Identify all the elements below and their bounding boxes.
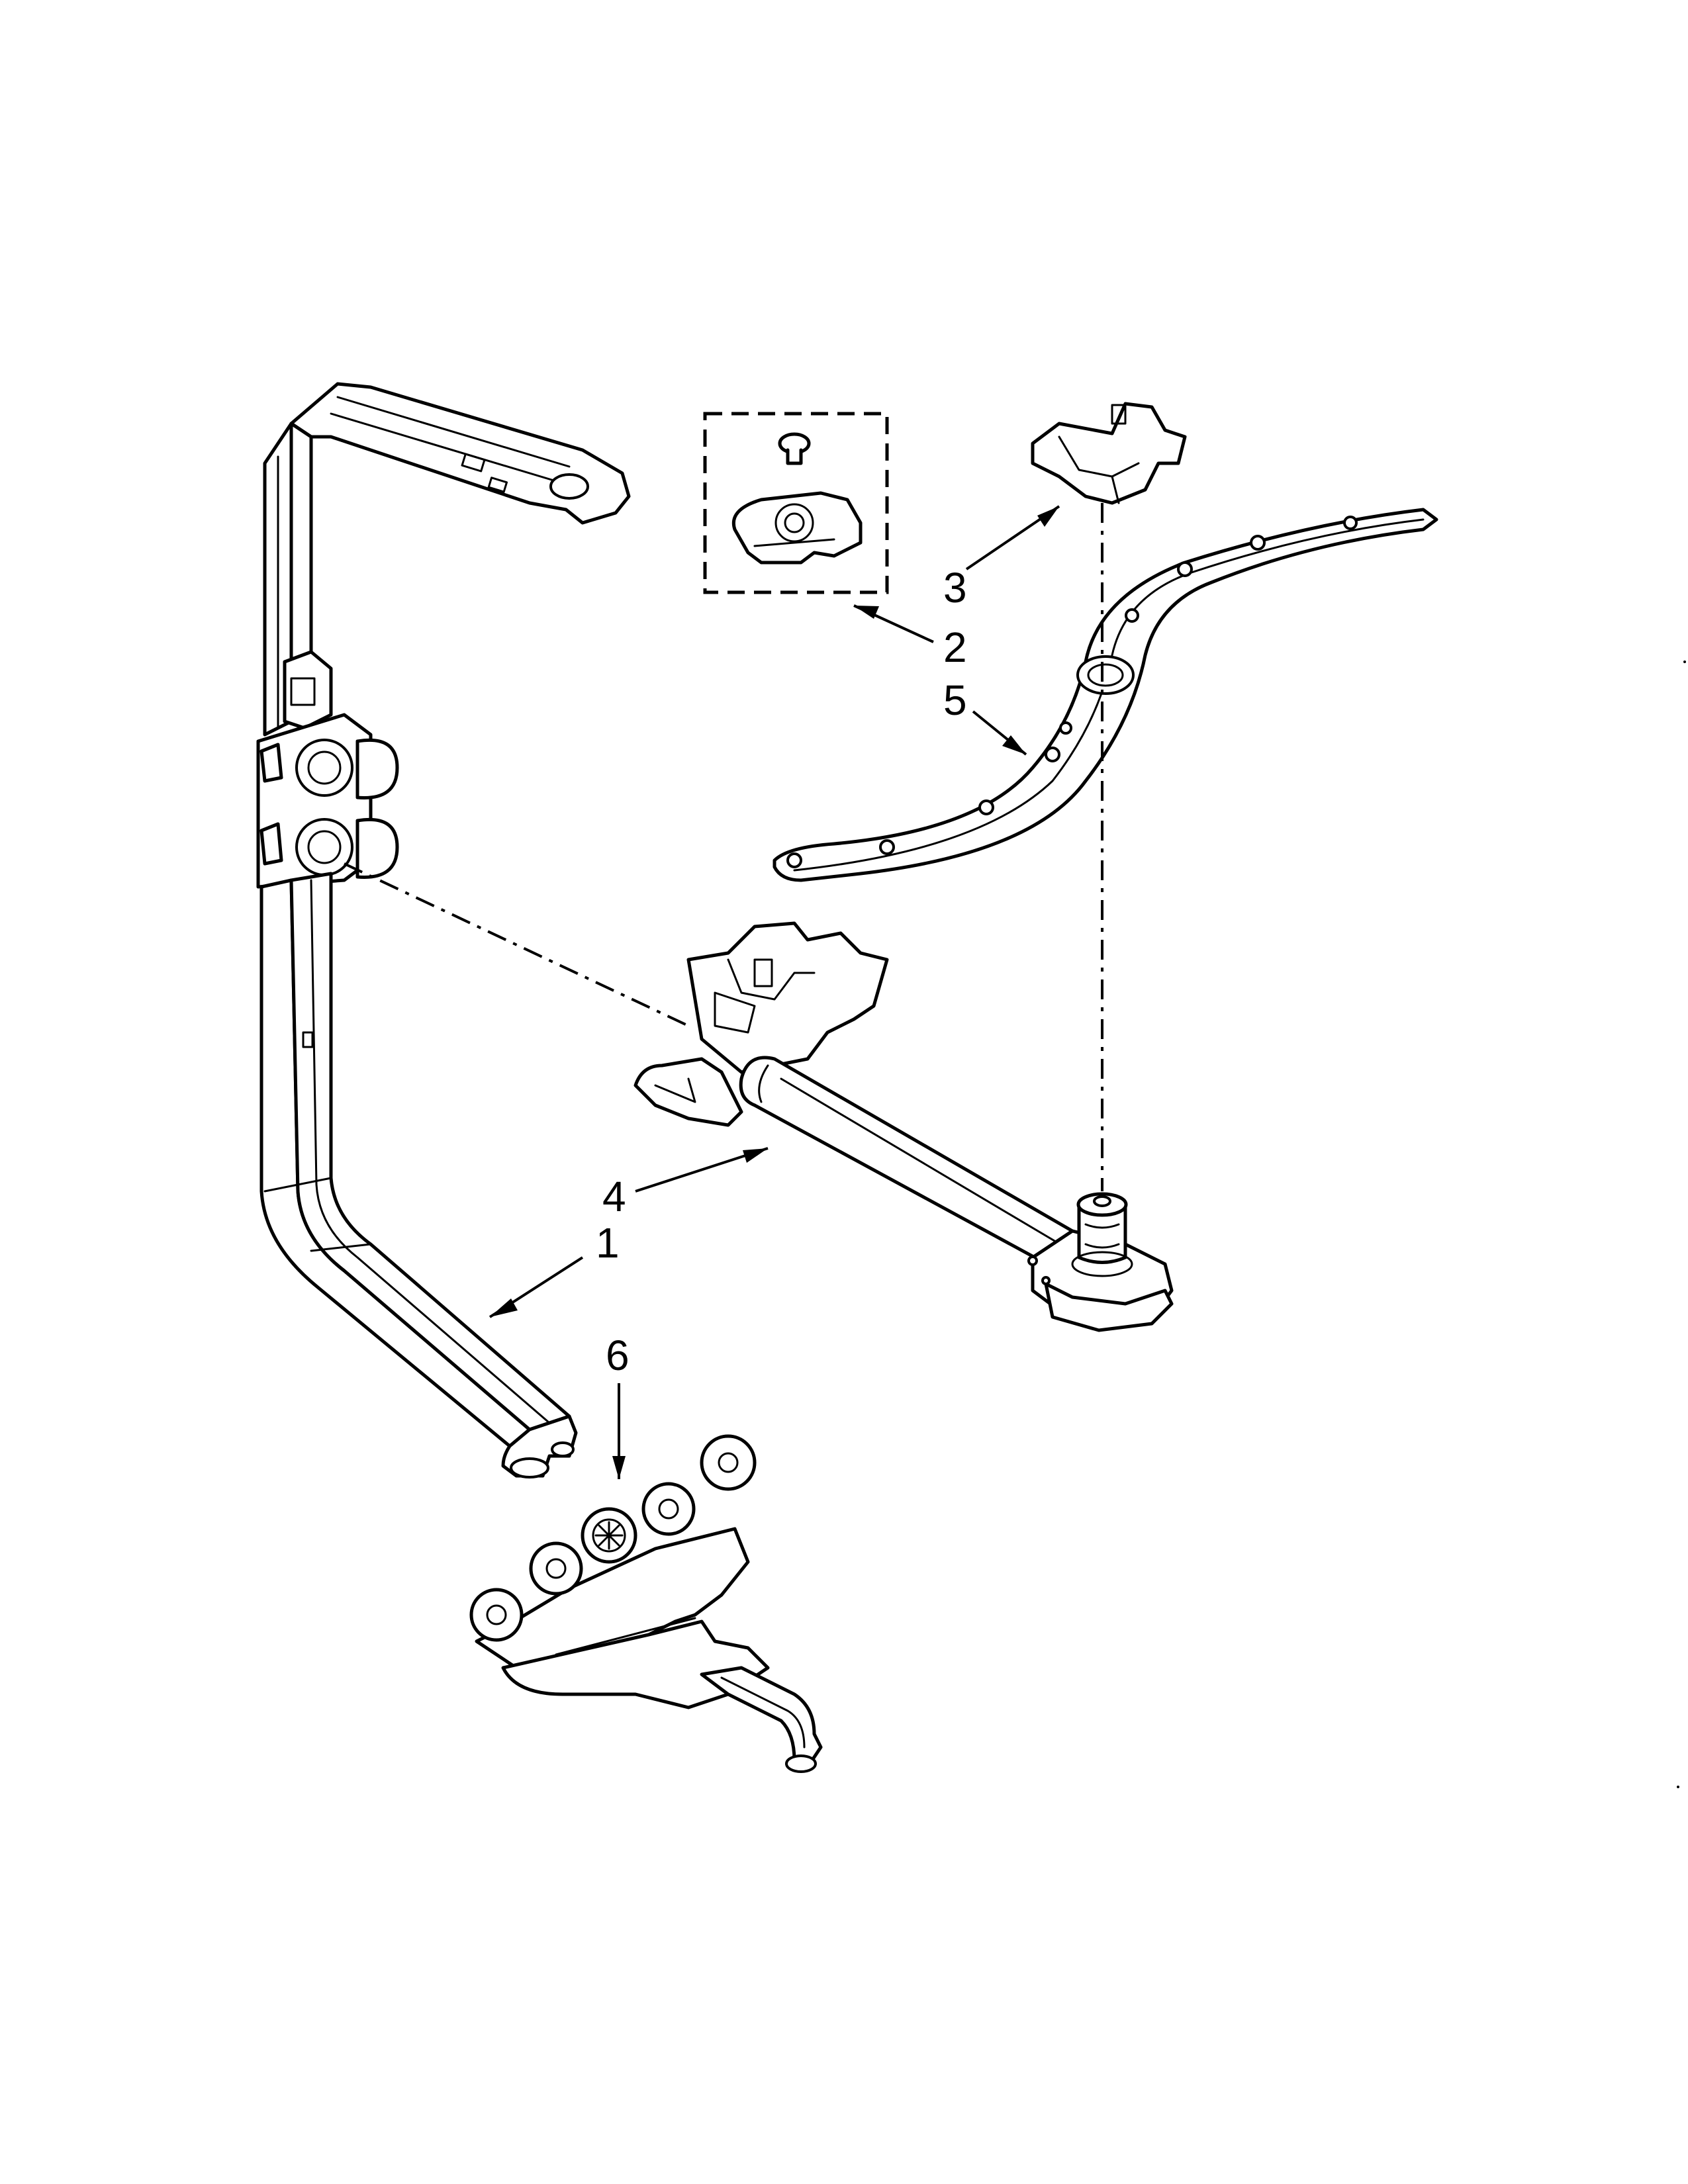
part-5-spray-arm: [773, 508, 1438, 882]
alignment-line-tube-to-bracket: [344, 862, 689, 1027]
leader-5: [972, 710, 1027, 756]
callout-4: 4: [602, 1173, 626, 1220]
callout-2: 2: [943, 623, 967, 671]
jet-3: [581, 1507, 637, 1564]
jet-4: [641, 1482, 696, 1536]
jet-1: [469, 1588, 524, 1642]
leader-3: [965, 505, 1060, 570]
leader-4: [635, 1147, 769, 1193]
part-3-bracket: [1031, 402, 1187, 505]
jet-2: [529, 1541, 583, 1596]
part-6-lower-manifold: [469, 1434, 823, 1773]
part-4-manifold-tube: [633, 921, 1174, 1332]
leader-1: [489, 1256, 584, 1318]
part-1-supply-tube: [256, 382, 631, 1479]
callout-6: 6: [606, 1332, 630, 1379]
part-2-clip-kit: [703, 412, 889, 594]
leader-2: [853, 604, 934, 643]
scan-speck: [1683, 660, 1686, 663]
callout-3: 3: [943, 564, 967, 612]
callout-1: 1: [596, 1219, 620, 1267]
jet-5: [700, 1434, 757, 1491]
part-2-kit-box: [703, 412, 889, 594]
leader-6: [612, 1383, 626, 1479]
scan-speck: [1677, 1786, 1679, 1788]
callout-5: 5: [943, 676, 967, 724]
